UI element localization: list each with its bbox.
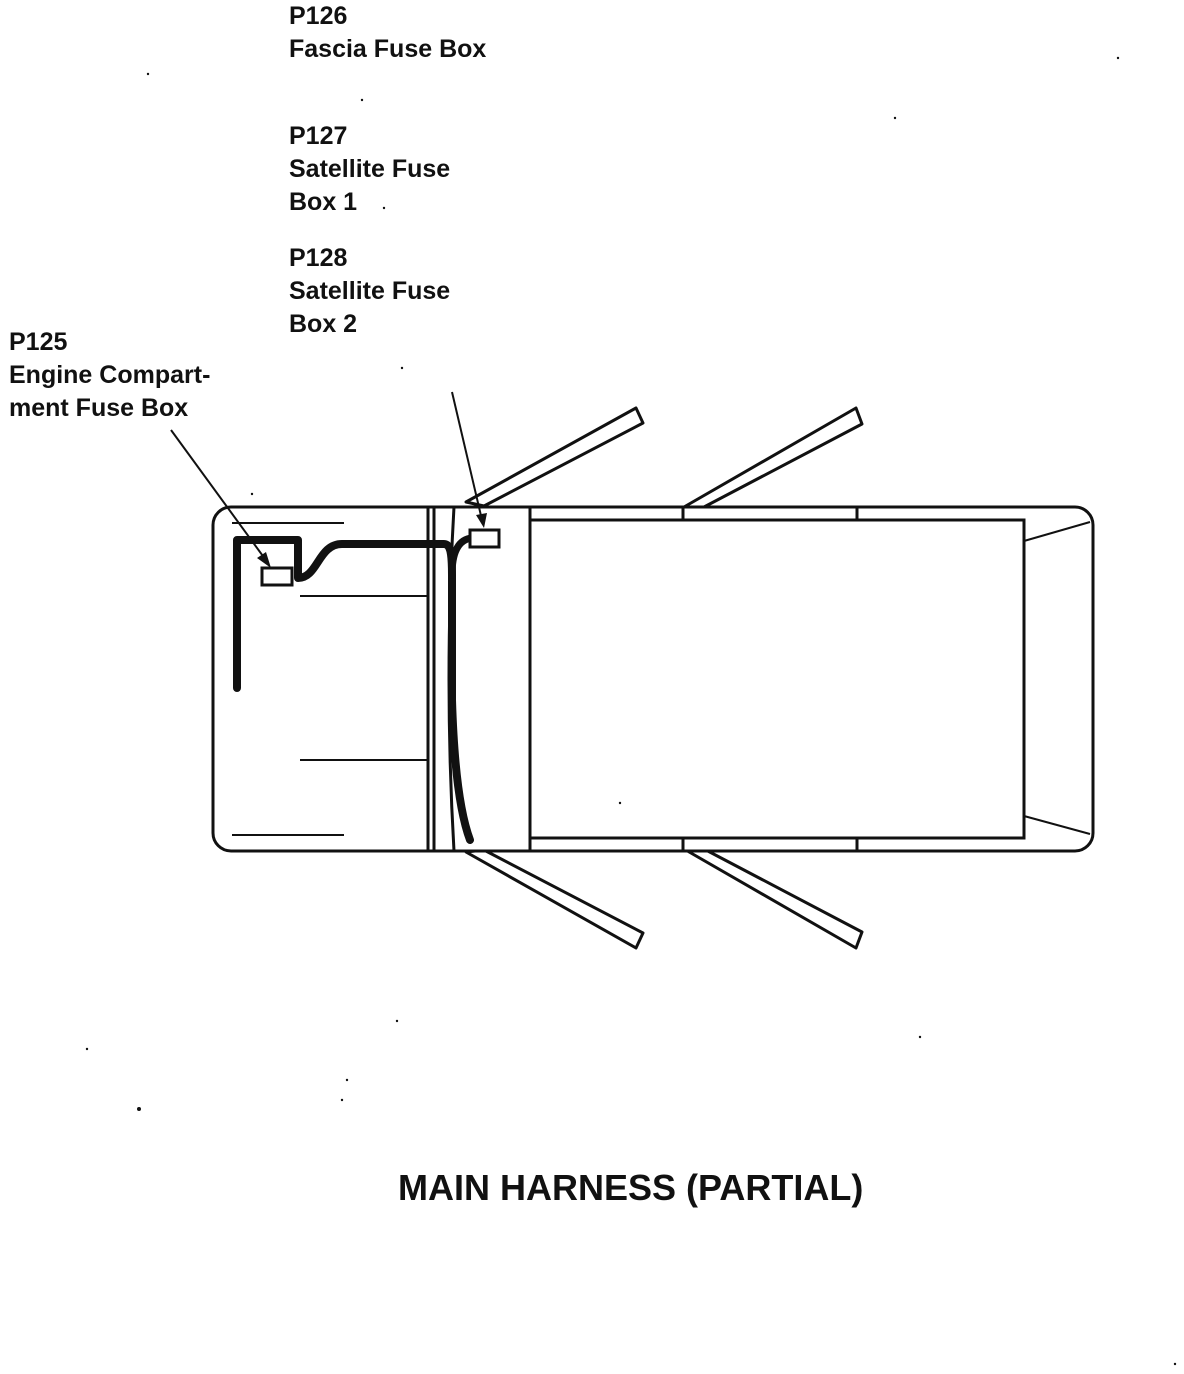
front-left-door bbox=[464, 406, 645, 508]
label-p128-text-1: Satellite Fuse bbox=[289, 277, 451, 305]
label-p125: P125 Engine Compart- ment Fuse Box bbox=[9, 326, 210, 425]
connector-p127 bbox=[468, 528, 501, 549]
label-p128-text-2: Box 2 bbox=[289, 310, 358, 338]
label-p128-code: P128 bbox=[289, 244, 348, 272]
label-p127-code: P127 bbox=[289, 122, 348, 150]
connector-p125 bbox=[260, 566, 294, 587]
front-right-door bbox=[464, 848, 645, 950]
rear-right-door bbox=[682, 847, 864, 950]
label-p128: P128 Satellite Fuse Box 2 bbox=[289, 242, 450, 341]
label-p125-code: P125 bbox=[9, 328, 68, 356]
door-seams bbox=[681, 507, 859, 851]
engine-bay-lines bbox=[232, 522, 428, 836]
label-p127: P127 Satellite Fuse Box 1 bbox=[289, 120, 450, 219]
leader-p127 bbox=[451, 391, 487, 528]
leader-p125 bbox=[170, 429, 271, 568]
label-p127-text-2: Box 1 bbox=[289, 188, 358, 216]
label-p125-text-1: Engine Compart- bbox=[9, 361, 211, 389]
label-p126: P126 Fascia Fuse Box bbox=[289, 0, 486, 66]
label-p126-code: P126 bbox=[289, 2, 348, 30]
label-p125-text-2: ment Fuse Box bbox=[9, 394, 189, 422]
label-p127-text-1: Satellite Fuse bbox=[289, 155, 451, 183]
diagram-title: MAIN HARNESS (PARTIAL) bbox=[398, 1167, 864, 1208]
cabin-area bbox=[528, 518, 1026, 840]
label-p126-text: Fascia Fuse Box bbox=[289, 35, 487, 63]
scan-specks bbox=[85, 56, 1177, 1366]
rear-corner-lines bbox=[1023, 521, 1091, 835]
rear-left-door bbox=[682, 406, 864, 509]
